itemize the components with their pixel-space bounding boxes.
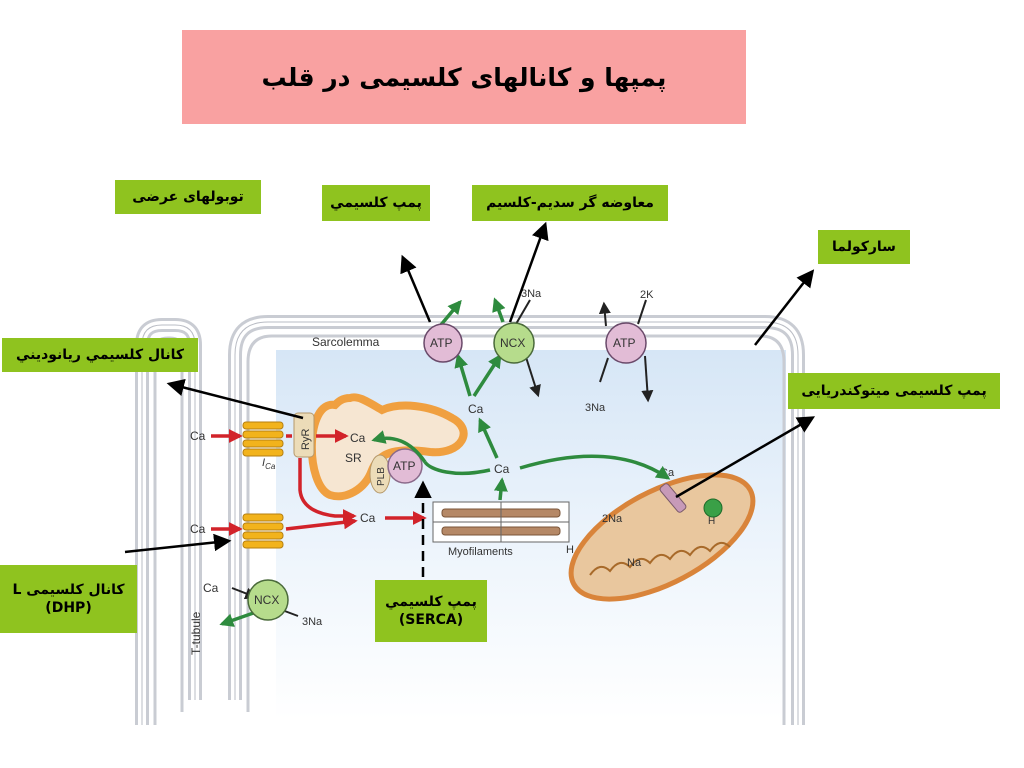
- serca-atp: ATP: [387, 448, 423, 484]
- na2-text: 2Na: [602, 513, 623, 525]
- ca-text-upper: Ca: [468, 402, 484, 416]
- svg-text:ATP: ATP: [613, 336, 635, 350]
- na3-text-bottom: 3Na: [302, 616, 323, 628]
- label-ryanodine-channel: کانال کلسيمي ريانوديني: [2, 338, 198, 372]
- k2-text: 2K: [640, 289, 654, 301]
- svg-text:Myofilaments: Myofilaments: [448, 546, 513, 558]
- ca-text-center: Ca: [494, 462, 510, 476]
- na3-text-mid: 3Na: [585, 402, 606, 414]
- label-sarcolemma: سارکولما: [818, 230, 910, 264]
- mitochondrion: [568, 472, 756, 602]
- na-text: Na: [627, 557, 642, 569]
- myofilaments: Myofilaments: [432, 501, 570, 558]
- label-t-tubules: توبولهای عرضی: [115, 180, 261, 214]
- svg-text:PLB: PLB: [376, 467, 387, 486]
- label-serca: پمپ کلسيمي (SERCA): [375, 580, 487, 642]
- l-type-channel-lower: [242, 513, 284, 549]
- svg-text:NCX: NCX: [254, 593, 279, 607]
- label-mito-pump: پمپ کلسیمی میتوکندریایی: [788, 373, 1000, 409]
- sarcolemma-ncx: NCX: [493, 322, 535, 364]
- ca-text-myo: Ca: [360, 511, 376, 525]
- na3-text-top: 3Na: [521, 288, 542, 300]
- page-title: پمپها و کانالهای کلسیمی در قلب: [261, 62, 667, 92]
- sr-text: SR: [345, 451, 362, 465]
- ca-text-1: Ca: [190, 429, 206, 443]
- l-type-channel-upper: [242, 421, 284, 457]
- h-text-1: H: [566, 544, 574, 556]
- title-banner: پمپها و کانالهای کلسیمی در قلب: [182, 30, 746, 124]
- svg-text:ATP: ATP: [430, 336, 452, 350]
- plb-protein: PLB: [369, 454, 391, 494]
- ca-text-ncx: Ca: [203, 581, 219, 595]
- green-arrows: [219, 297, 671, 627]
- ca-text-2: Ca: [190, 522, 206, 536]
- sarcolemma-text: Sarcolemma: [312, 335, 380, 349]
- ryr-receptor: RyR: [293, 412, 315, 458]
- label-na-ca-exchanger: معاوضه گر سديم-کلسيم: [472, 185, 668, 221]
- sarcolemma-atp-pump: ATP: [423, 323, 463, 363]
- h-text-2: H: [708, 516, 715, 527]
- t-tubule-text: T-tubule: [189, 611, 203, 655]
- label-l-type-channel: کانال کلسیمی L (DHP): [0, 565, 137, 633]
- ttubule-ncx: NCX: [247, 579, 289, 621]
- na-k-atpase: ATP: [605, 322, 647, 364]
- svg-text:NCX: NCX: [500, 336, 525, 350]
- sarcoplasmic-reticulum: [307, 393, 468, 501]
- callout-arrows: [124, 221, 816, 577]
- svg-text:RyR: RyR: [300, 429, 312, 450]
- ca-text-sr: Ca: [350, 431, 366, 445]
- label-calcium-pump: پمپ کلسيمي: [322, 185, 430, 221]
- red-arrows: [211, 429, 427, 536]
- svg-text:ATP: ATP: [393, 459, 415, 473]
- ica-text: ICa: [262, 457, 276, 471]
